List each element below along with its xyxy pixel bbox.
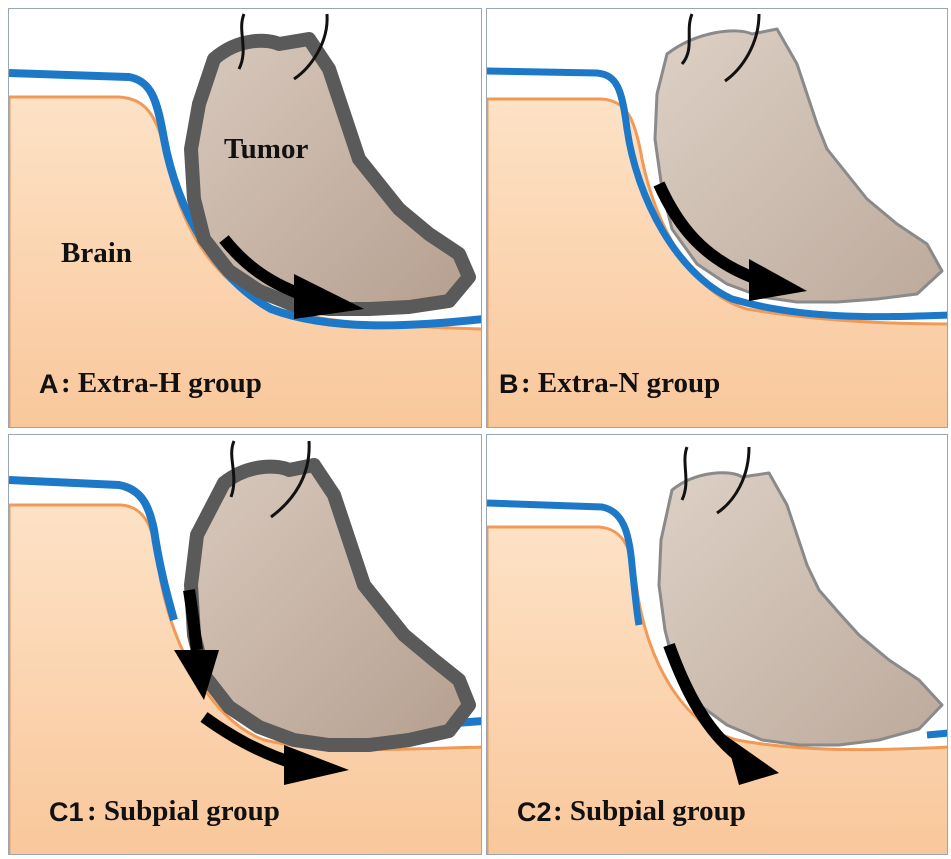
pia-blue-line-right bbox=[927, 733, 948, 735]
panel-a-diagram bbox=[9, 9, 482, 428]
tumor-mass bbox=[191, 39, 469, 309]
panel-c1-letter: C1 bbox=[49, 797, 84, 828]
panel-b-letter: B bbox=[499, 369, 519, 400]
panel-b-caption: : Extra-N group bbox=[521, 367, 720, 400]
panel-c1-caption: : Subpial group bbox=[87, 795, 280, 828]
panel-a: Tumor Brain A : Extra-H group bbox=[8, 8, 482, 428]
panel-c2: C2 : Subpial group bbox=[486, 434, 948, 855]
panel-b: B : Extra-N group bbox=[486, 8, 948, 428]
tumor-label: Tumor bbox=[224, 133, 308, 166]
tumor-mass bbox=[191, 465, 469, 745]
panel-a-caption: : Extra-H group bbox=[61, 367, 262, 400]
panel-c2-caption: : Subpial group bbox=[553, 795, 746, 828]
panel-b-diagram bbox=[487, 9, 948, 428]
arrow-up-shaft bbox=[189, 590, 197, 650]
panel-c1-diagram bbox=[9, 435, 482, 855]
panel-c2-letter: C2 bbox=[517, 797, 552, 828]
brain-label: Brain bbox=[61, 237, 132, 270]
panel-a-letter: A bbox=[39, 369, 59, 400]
panel-c2-diagram bbox=[487, 435, 948, 855]
tumor-mass bbox=[655, 29, 942, 302]
panel-c1: C1 : Subpial group bbox=[8, 434, 482, 855]
